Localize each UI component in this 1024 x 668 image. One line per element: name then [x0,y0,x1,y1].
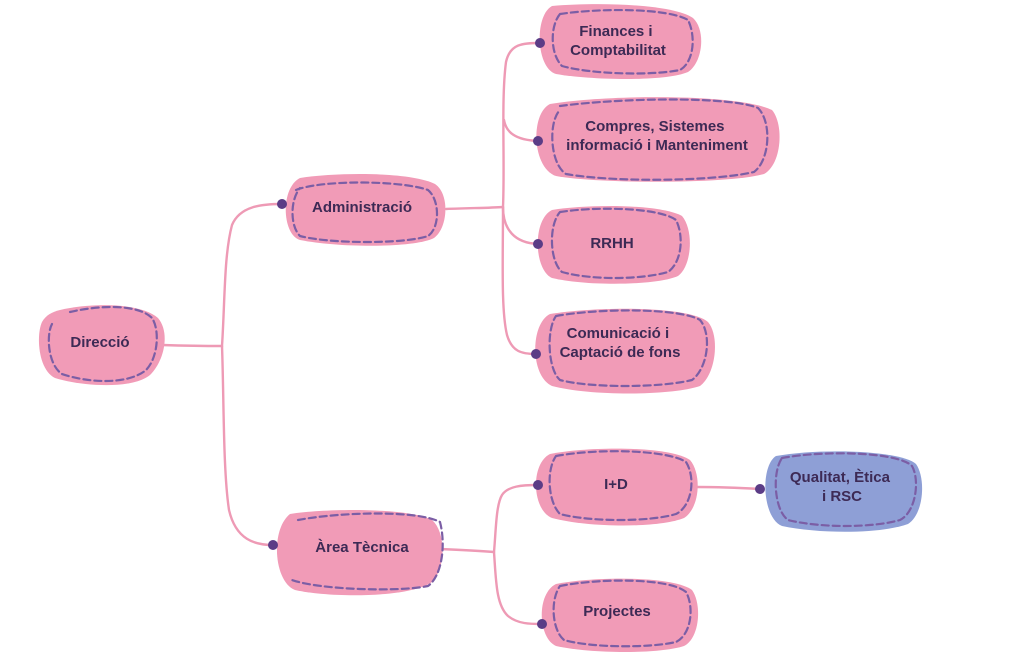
node-outline [550,207,682,280]
node-administracio[interactable]: Administració [285,174,446,246]
node-label: Qualitat, Ètica i RSC [790,469,894,505]
node-outline [551,98,769,181]
dot-compres [533,136,543,146]
link-administracio-rrhh [501,205,540,246]
node-blob [535,308,715,394]
node-outline [774,452,918,528]
node-label: RRHH [590,235,633,252]
link-administracio-finances [501,41,542,209]
link-area-tecnica-trunk [438,547,496,554]
dot-administracio [277,199,287,209]
link-area-tecnica-projectes [492,550,544,626]
node-outline [291,181,439,244]
node-blob [536,97,780,182]
node-label: Àrea Tècnica [315,539,409,556]
node-outline [552,579,692,648]
node-recerca[interactable]: I+D [535,448,698,526]
node-area-tecnica[interactable]: Àrea Tècnica [276,510,444,596]
node-label: Finances i Comptabilitat [570,23,666,59]
node-blob [539,4,702,79]
dot-recerca [533,480,543,490]
node-label: Projectes [583,603,651,620]
node-label: Compres, Sistemes informació i Mantenime… [566,118,748,154]
dot-comunicacio [531,349,541,359]
node-blob [38,305,165,386]
link-administracio-comunicacio [501,205,538,356]
node-label: Comunicació i Captació de fons [560,325,681,361]
node-outline [548,450,693,522]
dot-rrhh [533,239,543,249]
node-label: I+D [604,476,628,493]
node-blob [535,448,698,526]
connectors [160,41,762,626]
node-outline [551,8,694,75]
node-outline [548,309,708,388]
link-recerca-qualitat [695,485,762,491]
link-administracio-compres [502,118,540,143]
node-blob [537,206,690,284]
link-direccio-area-tecnica [220,344,275,547]
node-direccio[interactable]: Direcció [38,305,165,386]
dot-projectes [537,619,547,629]
node-projectes[interactable]: Projectes [541,578,699,652]
node-label: Direcció [70,334,129,351]
link-direccio-administracio [160,202,284,348]
node-compres[interactable]: Compres, Sistemes informació i Mantenime… [536,97,780,182]
node-label: Administració [312,199,412,216]
node-comunicacio[interactable]: Comunicació i Captació de fons [535,308,715,394]
node-blob [541,578,699,652]
node-blob [765,451,923,532]
dot-qualitat [755,484,765,494]
link-area-tecnica-recerca [492,483,540,554]
node-finances[interactable]: Finances i Comptabilitat [539,4,702,79]
node-outline [47,305,158,383]
node-rrhh[interactable]: RRHH [537,206,690,284]
dot-area-tecnica [268,540,278,550]
connector-dots [268,38,765,629]
node-outline [290,512,444,591]
node-qualitat[interactable]: Qualitat, Ètica i RSC [765,451,923,532]
node-blob [276,510,443,596]
link-administracio-trunk [444,205,505,211]
node-blob [285,174,446,246]
dot-finances [535,38,545,48]
